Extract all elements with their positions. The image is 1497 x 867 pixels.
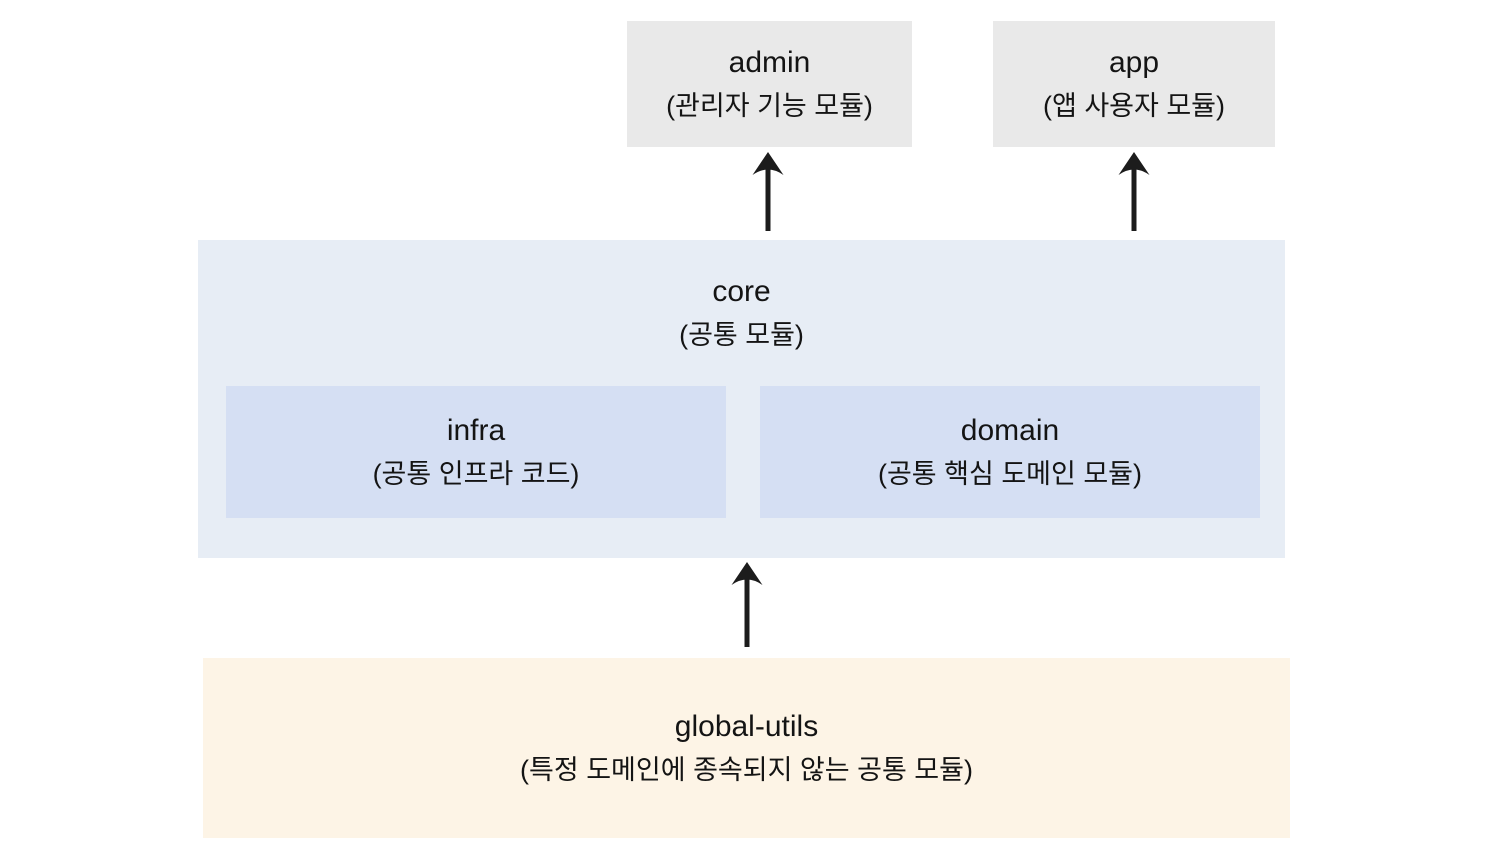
node-domain-subtitle: (공통 핵심 도메인 모듈)	[877, 458, 1143, 489]
node-infra: infra (공통 인프라 코드)	[226, 386, 726, 518]
arrow-core-to-app-icon	[1118, 152, 1150, 231]
node-core: core (공통 모듈) infra (공통 인프라 코드) domain (공…	[198, 240, 1285, 558]
node-admin: admin (관리자 기능 모듈)	[627, 21, 912, 147]
arrow-global-utils-to-core-icon	[731, 562, 763, 647]
node-domain-title: domain	[960, 414, 1060, 448]
node-domain: domain (공통 핵심 도메인 모듈)	[760, 386, 1260, 518]
node-core-label: core (공통 모듈)	[198, 240, 1285, 386]
arrowhead	[1118, 152, 1150, 175]
node-core-subtitle: (공통 모듈)	[679, 319, 804, 350]
node-infra-subtitle: (공통 인프라 코드)	[372, 458, 580, 489]
node-global-utils: global-utils (특정 도메인에 종속되지 않는 공통 모듈)	[203, 658, 1290, 838]
arrow-core-to-admin-icon	[752, 152, 784, 231]
node-core-title: core	[712, 275, 771, 309]
node-app-subtitle: (앱 사용자 모듈)	[1042, 90, 1226, 121]
node-app: app (앱 사용자 모듈)	[993, 21, 1275, 147]
node-app-title: app	[1108, 46, 1160, 80]
arrowhead	[752, 152, 784, 175]
node-global-utils-title: global-utils	[674, 710, 819, 744]
node-admin-subtitle: (관리자 기능 모듈)	[666, 90, 873, 121]
node-admin-title: admin	[728, 46, 811, 80]
node-infra-title: infra	[446, 414, 506, 448]
node-global-utils-subtitle: (특정 도메인에 종속되지 않는 공통 모듈)	[520, 754, 973, 785]
arrowhead	[731, 562, 763, 585]
